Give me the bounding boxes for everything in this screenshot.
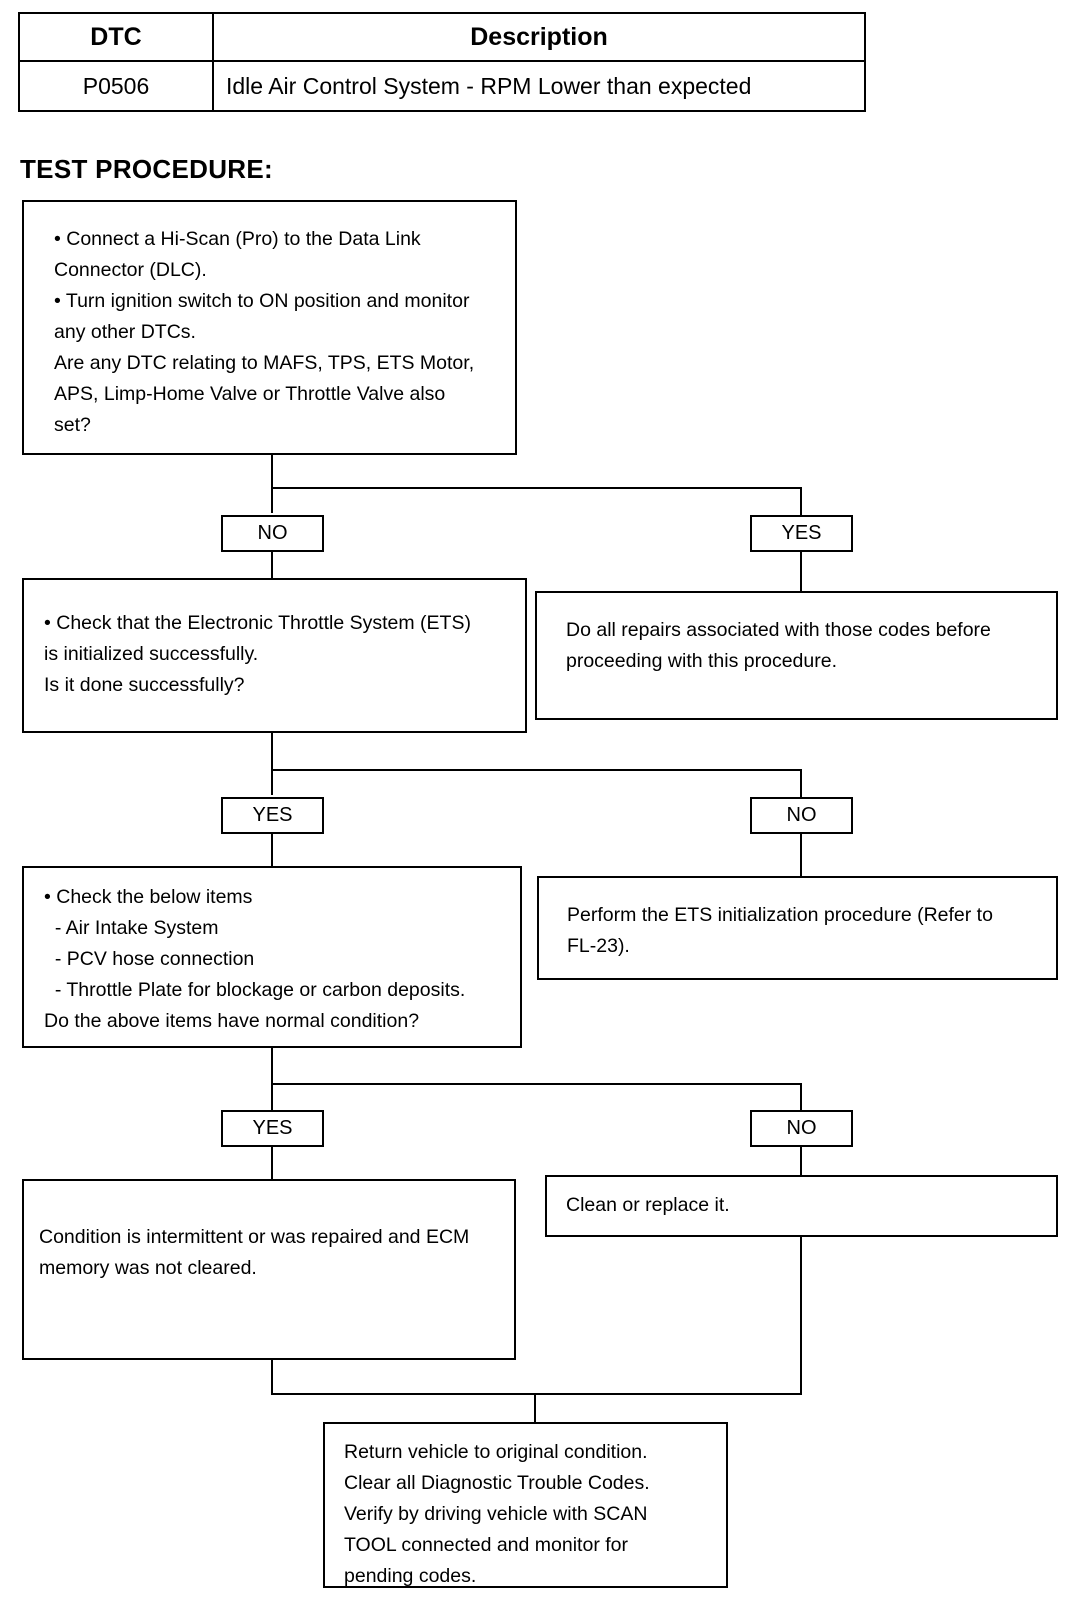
connector-branch1-right-down: [800, 487, 802, 525]
connector-step2-down: [271, 733, 273, 795]
flow-node-step3-no-result: Clean or replace it.: [545, 1175, 1058, 1237]
connector-branch3-bus: [271, 1083, 802, 1085]
step1-line-5: Are any DTC relating to MAFS, TPS, ETS M…: [54, 352, 475, 374]
step2-line-3: Is it done successfully?: [44, 674, 245, 696]
connector-branch2-bus: [271, 769, 802, 771]
connector-yes1-to-result: [800, 552, 802, 591]
branch-label-yes-1: YES: [750, 515, 853, 552]
connector-merge-bus: [271, 1393, 802, 1395]
final-line-4: TOOL connected and monitor for: [344, 1534, 628, 1556]
branch-label-no-2: NO: [750, 797, 853, 834]
connector-no2-to-result: [800, 834, 802, 876]
step2-line-1: • Check that the Electronic Throttle Sys…: [44, 612, 471, 634]
flow-node-step3-yes-result: Condition is intermittent or was repaire…: [22, 1179, 516, 1360]
connector-merge-to-final: [534, 1393, 536, 1422]
dtc-table-header-dtc: DTC: [18, 12, 214, 62]
branch-label-yes-1-text: YES: [781, 522, 822, 544]
step2-line-2: is initialized successfully.: [44, 643, 259, 665]
table-row: P0506 Idle Air Control System - RPM Lowe…: [18, 60, 866, 112]
connector-no1-to-step2: [271, 552, 273, 578]
connector-right-merge-down: [800, 1237, 802, 1395]
branch-label-yes-2-text: YES: [252, 804, 293, 826]
step3-yes-line-1: Condition is intermittent or was repaire…: [39, 1226, 470, 1248]
branch-label-yes-3-text: YES: [252, 1117, 293, 1139]
flow-node-step3: • Check the below items - Air Intake Sys…: [22, 866, 522, 1048]
dtc-code-cell: P0506: [18, 60, 214, 112]
branch-label-yes-2: YES: [221, 797, 324, 834]
step3-line-5: Do the above items have normal condition…: [44, 1010, 420, 1032]
step1-yes-line-2: proceeding with this procedure.: [566, 650, 837, 672]
connector-left-merge-down: [271, 1360, 273, 1395]
dtc-table-header-description: Description: [212, 12, 866, 62]
connector-yes2-to-step3: [271, 834, 273, 866]
flow-node-step2-no-result: Perform the ETS initialization procedure…: [537, 876, 1058, 980]
dtc-description-cell: Idle Air Control System - RPM Lower than…: [212, 60, 866, 112]
branch-label-no-2-text: NO: [786, 804, 817, 826]
branch-label-no-3: NO: [750, 1110, 853, 1147]
step3-yes-line-2: memory was not cleared.: [39, 1257, 257, 1279]
branch-label-no-3-text: NO: [786, 1117, 817, 1139]
connector-no3-to-result: [800, 1147, 802, 1175]
step1-yes-line-1: Do all repairs associated with those cod…: [566, 619, 991, 641]
connector-yes3-to-result: [271, 1147, 273, 1179]
final-line-2: Clear all Diagnostic Trouble Codes.: [344, 1472, 650, 1494]
step1-line-3: • Turn ignition switch to ON position an…: [54, 290, 470, 312]
flow-node-step1: • Connect a Hi-Scan (Pro) to the Data Li…: [22, 200, 517, 455]
flow-node-step2: • Check that the Electronic Throttle Sys…: [22, 578, 527, 733]
branch-label-no-1-text: NO: [257, 522, 288, 544]
final-line-3: Verify by driving vehicle with SCAN: [344, 1503, 648, 1525]
step3-line-2: - Air Intake System: [44, 917, 219, 939]
step2-no-line-2: FL-23).: [567, 935, 630, 957]
connector-branch1-bus: [271, 487, 802, 489]
connector-step1-down: [271, 455, 273, 513]
dtc-table-header-row: DTC Description: [18, 12, 866, 62]
page-title: TEST PROCEDURE:: [20, 154, 273, 184]
step1-line-4: any other DTCs.: [54, 321, 196, 343]
step1-line-1: • Connect a Hi-Scan (Pro) to the Data Li…: [54, 228, 421, 250]
flow-node-final: Return vehicle to original condition. Cl…: [323, 1422, 728, 1588]
step3-line-3: - PCV hose connection: [44, 948, 255, 970]
step1-line-7: set?: [54, 414, 91, 436]
branch-label-no-1: NO: [221, 515, 324, 552]
connector-step3-down: [271, 1048, 273, 1110]
final-line-1: Return vehicle to original condition.: [344, 1441, 648, 1463]
branch-label-yes-3: YES: [221, 1110, 324, 1147]
final-line-5: pending codes.: [344, 1565, 477, 1587]
flow-node-step1-yes-result: Do all repairs associated with those cod…: [535, 591, 1058, 720]
step1-line-6: APS, Limp-Home Valve or Throttle Valve a…: [54, 383, 446, 405]
step3-line-1: • Check the below items: [44, 886, 253, 908]
step3-line-4: - Throttle Plate for blockage or carbon …: [44, 979, 466, 1001]
step3-no-line-1: Clean or replace it.: [566, 1194, 730, 1216]
step1-line-2: Connector (DLC).: [54, 259, 207, 281]
connector-branch3-right-down: [800, 1083, 802, 1111]
step2-no-line-1: Perform the ETS initialization procedure…: [567, 904, 993, 926]
connector-branch2-right-down: [800, 769, 802, 797]
dtc-table: DTC Description P0506 Idle Air Control S…: [18, 12, 866, 112]
